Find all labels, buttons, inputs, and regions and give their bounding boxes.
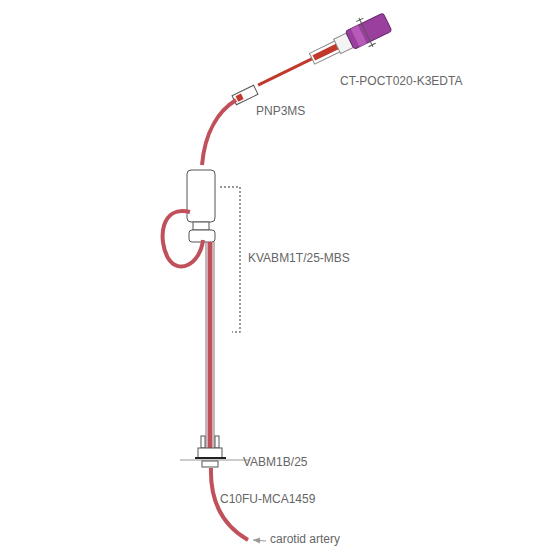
anatomy-label: carotid artery xyxy=(270,532,340,546)
part-label: KVABM1T/25-MBS xyxy=(248,251,350,265)
part-label: PNP3MS xyxy=(256,104,305,118)
part-label: VABM1B/25 xyxy=(243,455,307,469)
valve-body xyxy=(187,170,215,222)
catheter xyxy=(208,242,213,448)
bracket xyxy=(220,187,240,332)
pointer-arrow xyxy=(253,540,266,541)
tubing xyxy=(202,100,236,165)
part-label: C10FU-MCA1459 xyxy=(220,492,315,506)
base-plate xyxy=(180,460,250,461)
part-label: CT-POCT020-K3EDTA xyxy=(340,74,462,88)
base-fitting xyxy=(198,448,222,458)
tubing-loop xyxy=(163,211,203,266)
